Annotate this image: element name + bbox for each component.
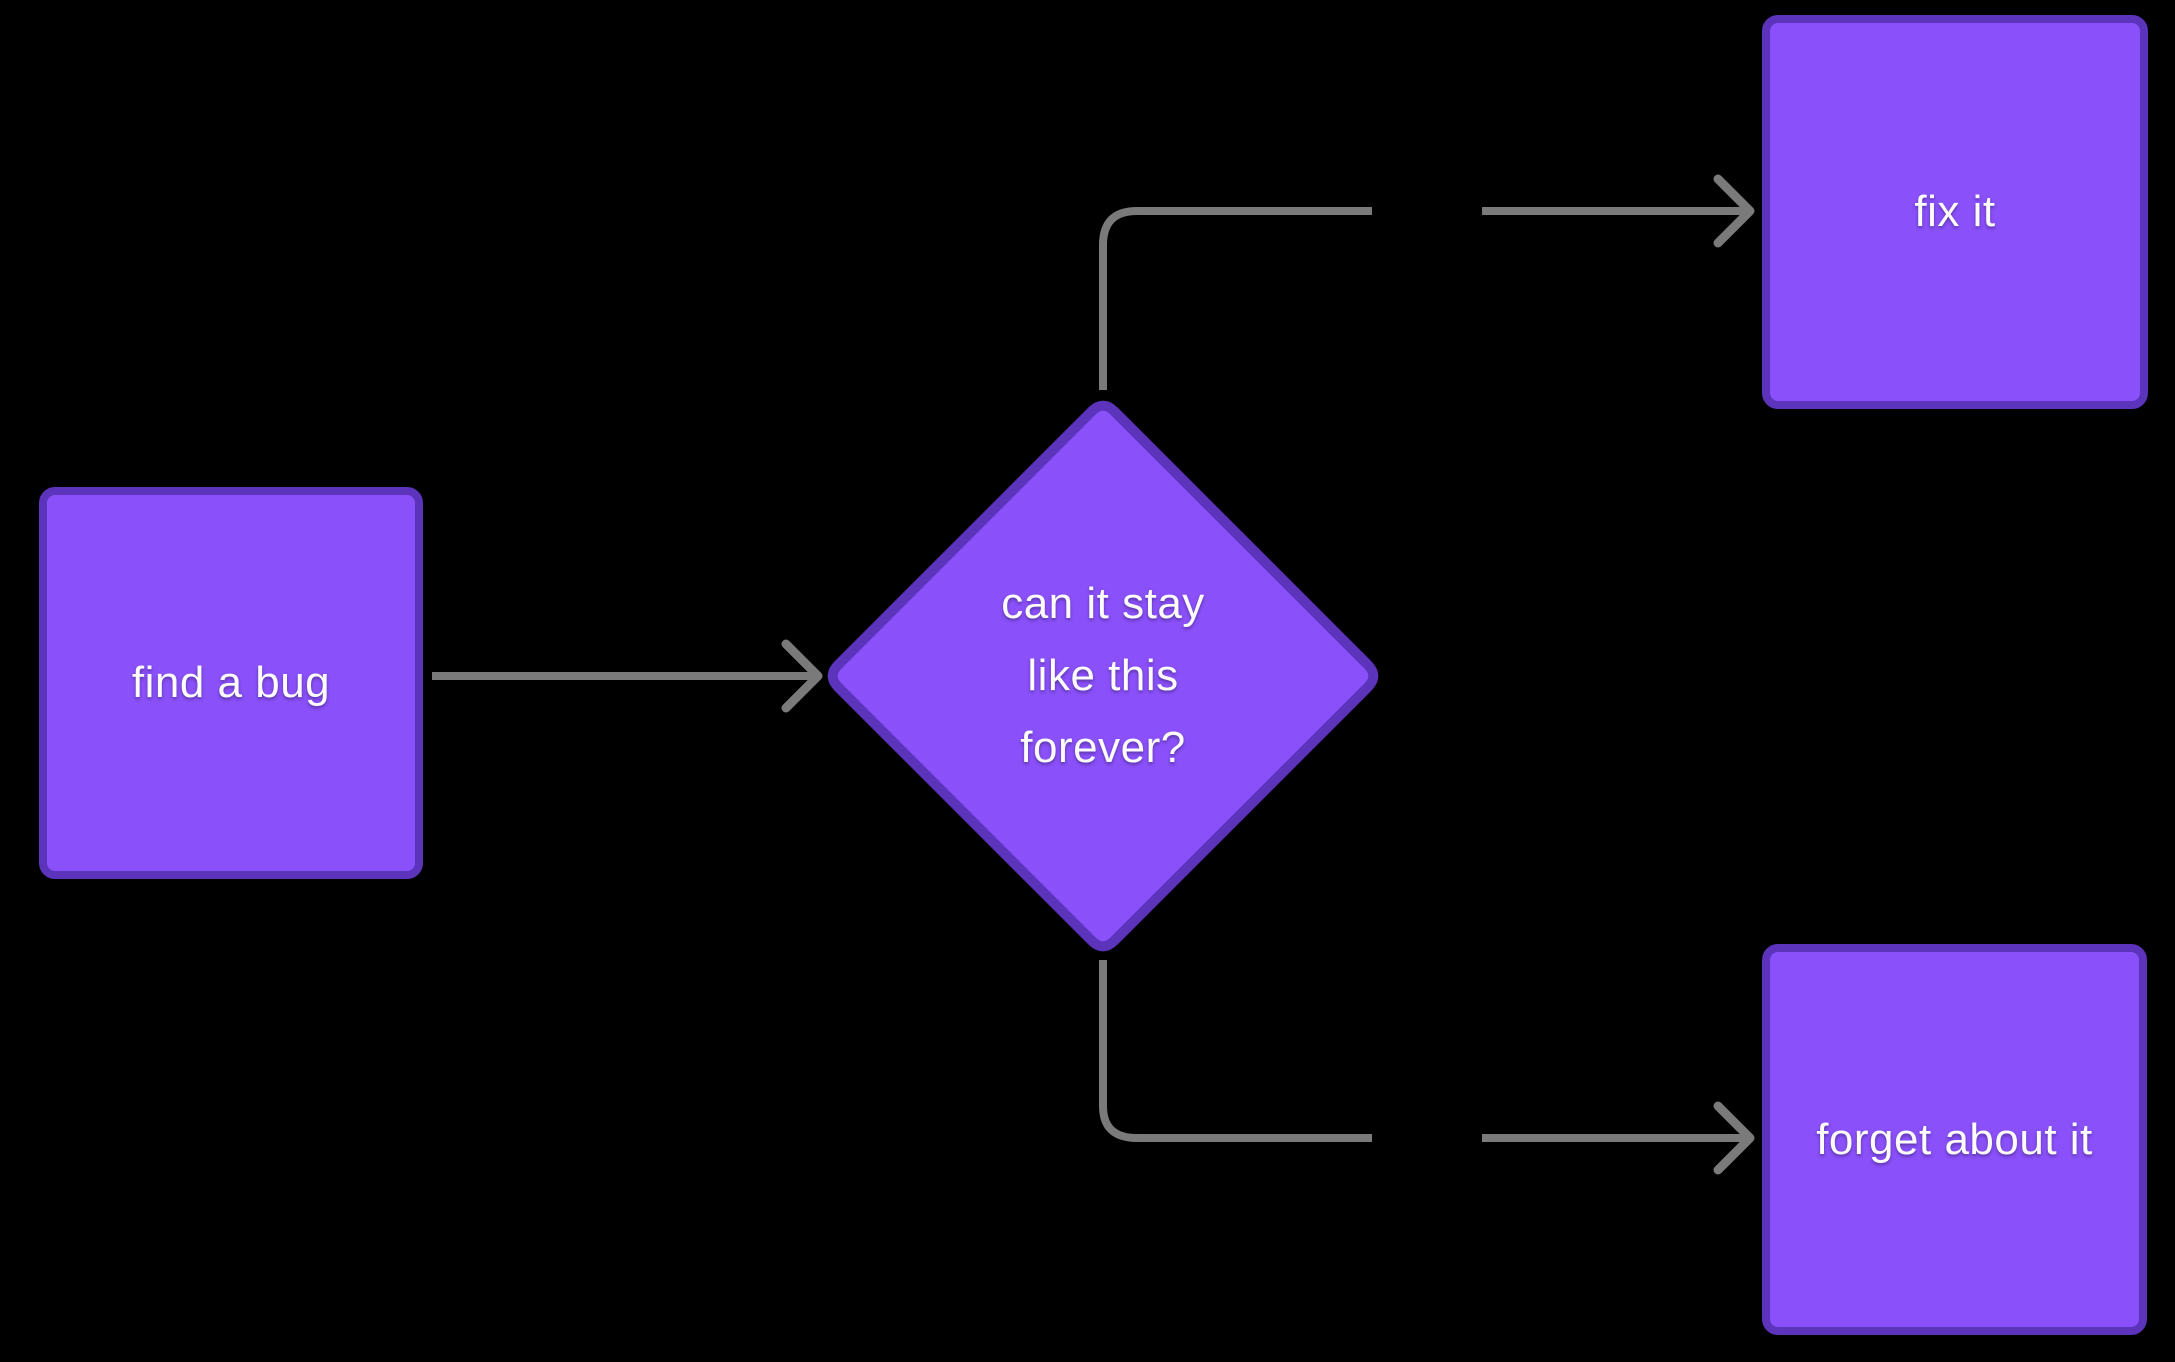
node-forget-about-it-label: forget about it [1816, 1114, 2093, 1164]
arrowhead-icon [1713, 1101, 1755, 1175]
decision-label-line3: forever? [1020, 723, 1186, 772]
node-find-a-bug[interactable]: find a bug [39, 487, 423, 879]
node-forget-about-it[interactable]: forget about it [1762, 944, 2147, 1335]
decision-label-line2: like this [1027, 651, 1179, 700]
node-fix-it[interactable]: fix it [1762, 15, 2148, 409]
decision-label-line1: can it stay [1001, 579, 1205, 628]
arrowhead-icon [781, 639, 823, 713]
arrowhead-icon [1713, 174, 1755, 248]
node-find-a-bug-label: find a bug [131, 658, 331, 707]
node-fix-it-label: fix it [1914, 187, 1996, 236]
node-decision-diamond[interactable] [827, 400, 1379, 952]
edge-start-to-decision[interactable] [432, 639, 823, 713]
edge-line [1099, 960, 1372, 1142]
edge-line [1099, 207, 1372, 390]
edge-decision-to-fix[interactable] [1099, 174, 1755, 390]
edge-decision-to-forget[interactable] [1099, 960, 1755, 1175]
node-decision-label: can it stay like this forever? [903, 568, 1303, 784]
